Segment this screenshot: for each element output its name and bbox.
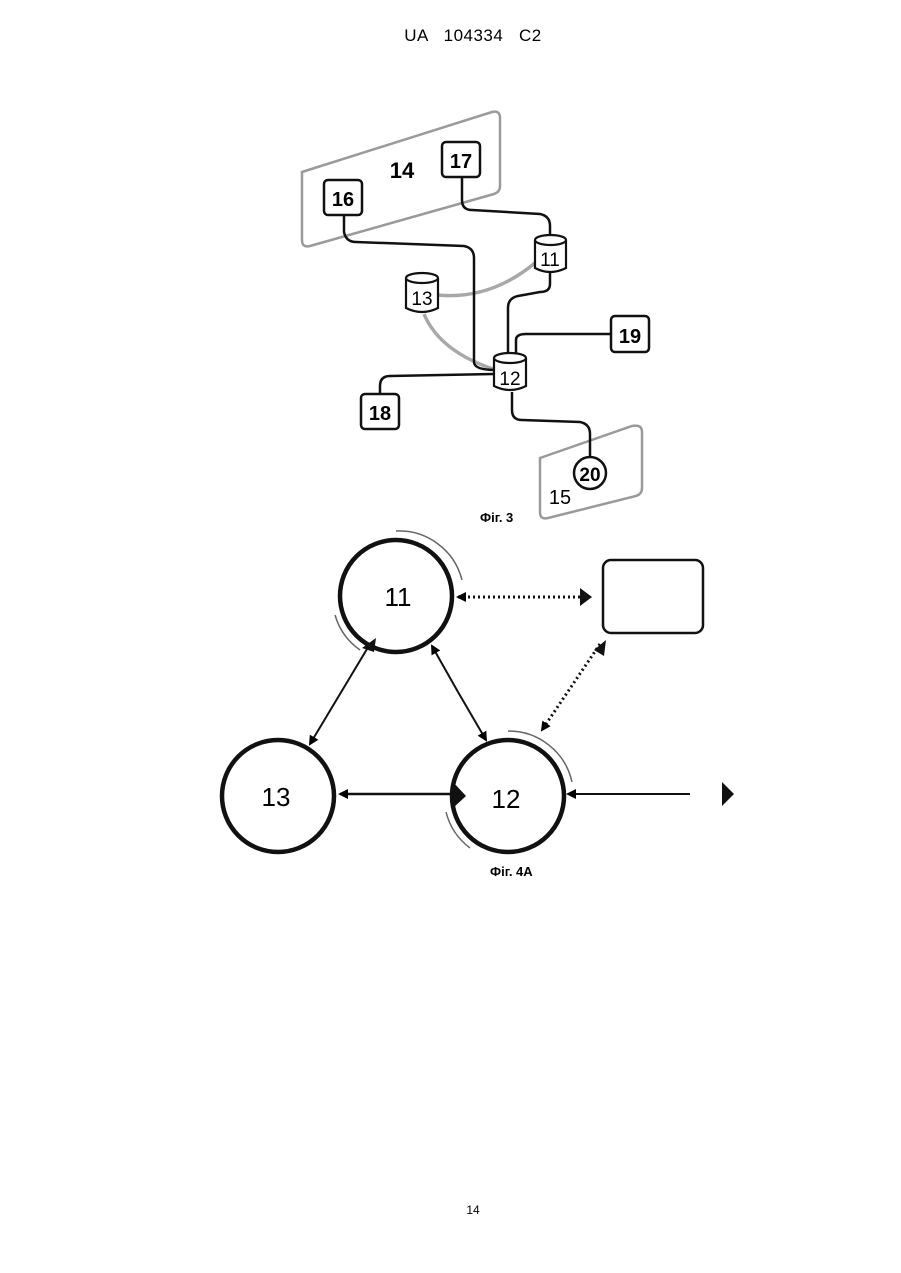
- node-17-label: 17: [450, 151, 472, 173]
- node-20-label: 20: [579, 465, 600, 486]
- dotted-edge-box-to-12: [542, 644, 600, 730]
- edge-11-to-13: [310, 644, 370, 744]
- external-arrowhead: [722, 782, 734, 806]
- node-19-label: 19: [619, 326, 641, 348]
- external-box: [603, 560, 703, 633]
- figure-4a-caption: Фіг. 4А: [490, 864, 533, 879]
- node-16-label: 16: [332, 189, 354, 211]
- node-13-text: 13: [262, 782, 291, 812]
- node-11-outer-arc-top: [396, 531, 462, 580]
- node-12-label: 12: [499, 369, 520, 390]
- node-12-entry-arrowhead: [453, 782, 466, 808]
- grey-link-13-12: [424, 314, 496, 370]
- page-number: 14: [0, 1203, 901, 1217]
- link-11-12: [508, 272, 550, 354]
- edge-11-to-12-start: [432, 646, 458, 692]
- node-18-label: 18: [369, 403, 391, 425]
- link-12-18: [380, 374, 494, 394]
- figure-3-diagram: 14 15 16 17 11 13: [302, 112, 649, 519]
- dotted-edge-right-arrowhead: [580, 588, 592, 606]
- edge-11-to-12-end: [458, 692, 486, 740]
- node-12-text: 12: [492, 784, 521, 814]
- grey-link-13-11: [438, 263, 535, 296]
- panel-15-label: 15: [549, 487, 571, 509]
- figure-3-caption: Фіг. 3: [480, 510, 513, 525]
- node-13-label: 13: [411, 289, 432, 310]
- node-11-label: 11: [540, 250, 560, 271]
- node-11-text: 11: [385, 582, 412, 612]
- link-12-20: [512, 392, 590, 456]
- link-17-11: [462, 177, 550, 234]
- figure-4a-diagram: 11 13 12: [222, 531, 734, 852]
- panel-14-label: 14: [390, 158, 415, 183]
- link-12-19: [516, 334, 612, 356]
